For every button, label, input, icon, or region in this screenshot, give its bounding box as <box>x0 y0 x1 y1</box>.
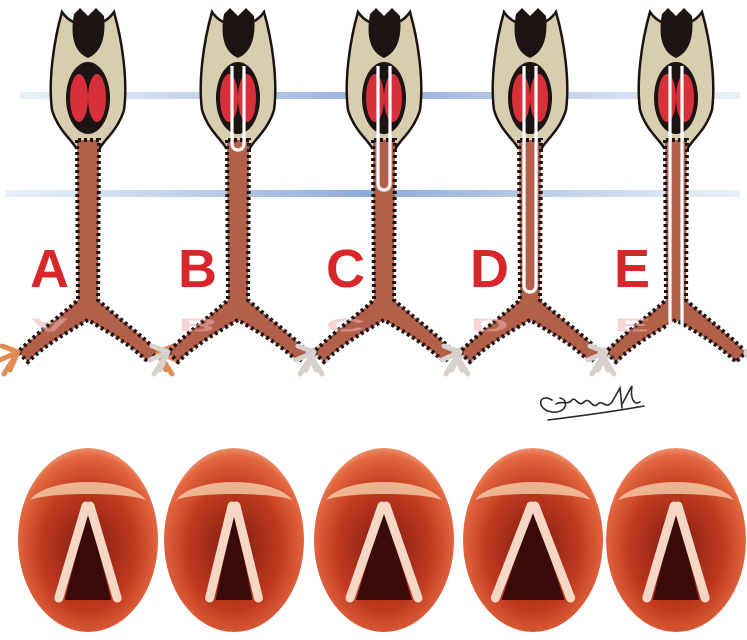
vocal-cord-left <box>220 74 238 122</box>
endoscopic-view-b <box>164 448 304 632</box>
endoscopic-views <box>18 448 746 632</box>
bronchial-tips-left <box>0 346 18 374</box>
vocal-cord-right <box>88 74 106 122</box>
panel-letter-a-reflection: A <box>30 314 69 335</box>
endoscopic-view-d <box>463 448 603 632</box>
panel-letter-d-reflection: D <box>470 314 509 335</box>
panel-letter-b: B <box>178 239 217 299</box>
vocal-cord-left <box>70 74 88 122</box>
panel-letter-c-reflection: C <box>326 314 365 335</box>
vocal-cord-left <box>512 74 530 122</box>
panel-letter-e-reflection: E <box>614 314 650 335</box>
vocal-cord-left <box>366 74 384 122</box>
endoscopic-view-a <box>18 448 158 632</box>
panel-letter-c: C <box>326 239 365 299</box>
artist-signature <box>541 386 644 420</box>
panel-letter-e: E <box>614 239 650 299</box>
panel-letter-a: A <box>30 239 69 299</box>
vocal-cord-right <box>238 74 256 122</box>
vocal-cord-right <box>676 74 694 122</box>
endoscopic-view-e <box>606 448 746 632</box>
vocal-cord-right <box>530 74 548 122</box>
vocal-cord-left <box>658 74 676 122</box>
panel-letter-b-reflection: B <box>178 314 217 335</box>
vocal-cord-right <box>384 74 402 122</box>
panel-letter-d: D <box>470 239 509 299</box>
endoscopic-view-c <box>314 448 454 632</box>
